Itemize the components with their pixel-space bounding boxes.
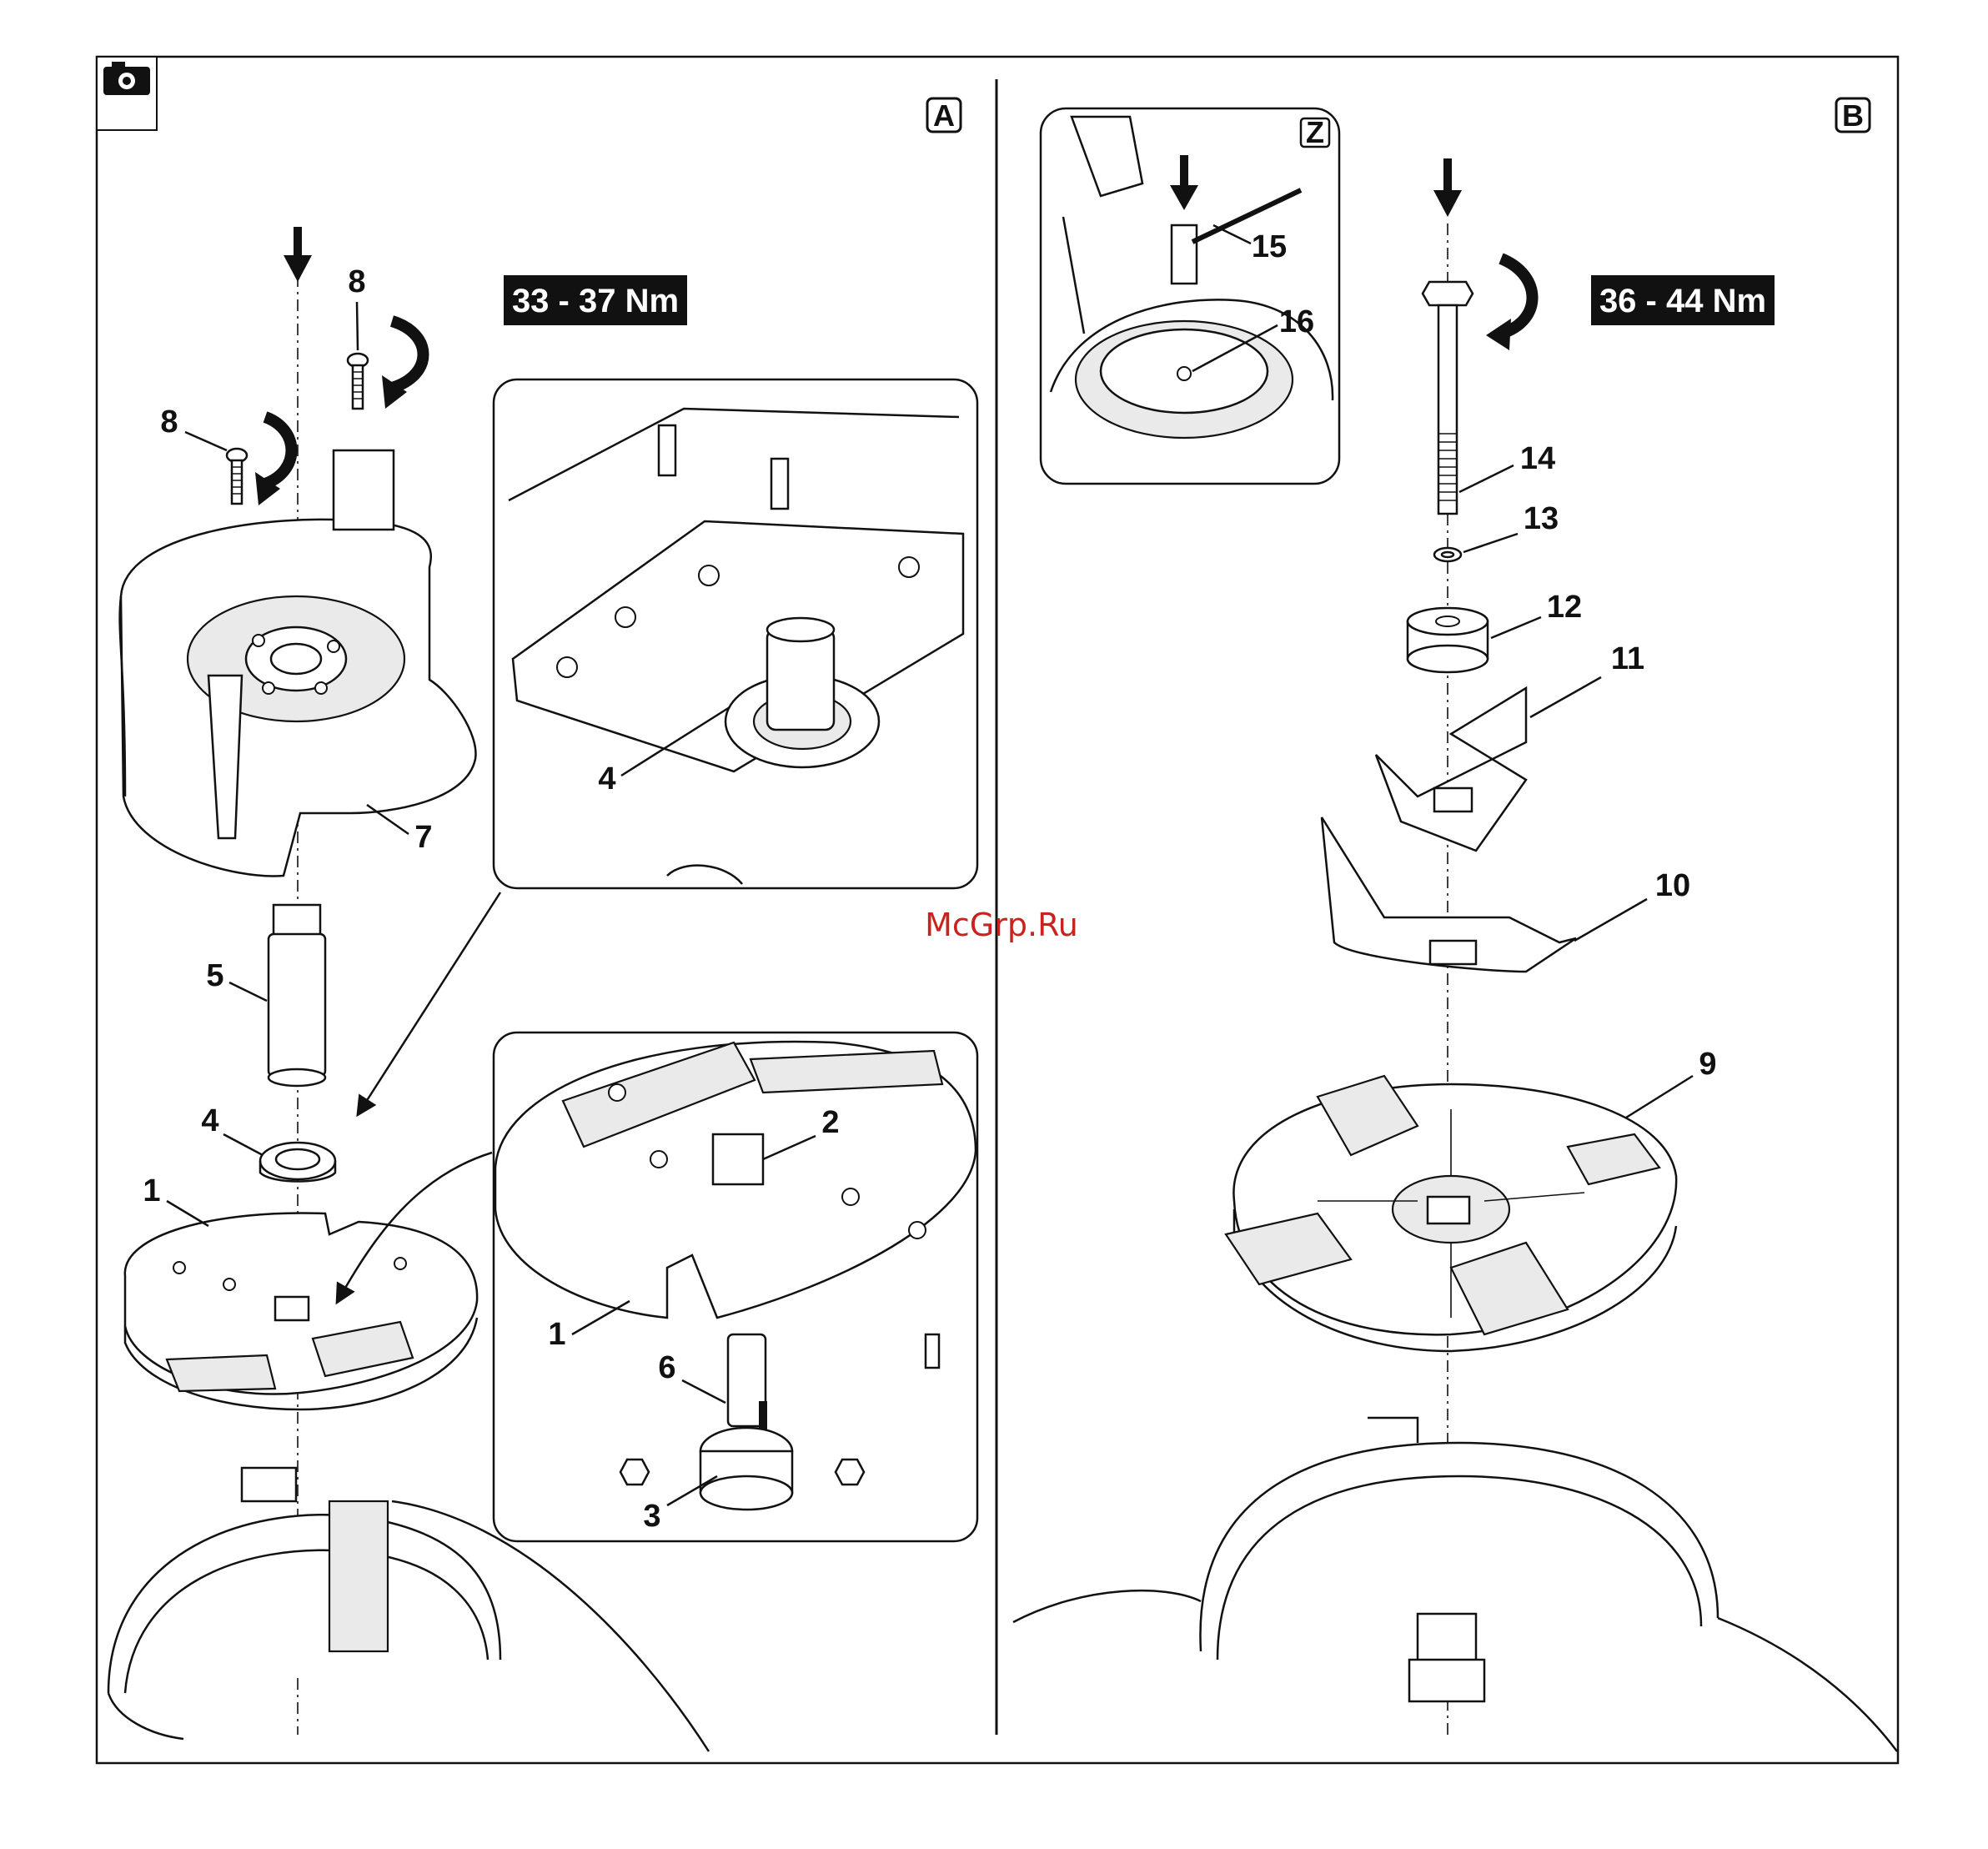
detail-view-a-upper [494, 379, 977, 888]
part-9-disc [1226, 1076, 1676, 1351]
svg-text:36 - 44 Nm: 36 - 44 Nm [1599, 283, 1766, 319]
part-label-6: 6 [658, 1350, 675, 1385]
part-label-11: 11 [1611, 641, 1644, 676]
panel-b-badge: B [1836, 98, 1870, 133]
part-label-15: 15 [1252, 229, 1287, 264]
down-arrow-icon [284, 227, 312, 282]
part-label-10: 10 [1655, 868, 1690, 903]
torque-badge-b: 36 - 44 Nm [1591, 275, 1775, 325]
camera-icon [97, 57, 157, 130]
part-label-1: 1 [143, 1173, 160, 1208]
part-label-3: 3 [643, 1499, 660, 1534]
screw-8-right [348, 354, 368, 409]
detail-view-z: Z [1041, 108, 1339, 484]
part-7-housing [120, 450, 476, 876]
rotate-arrow-icon [392, 321, 424, 388]
part-4-washer [260, 1143, 335, 1182]
part-label-12: 12 [1547, 590, 1582, 625]
part-13-washer [1434, 548, 1461, 561]
part-label-9: 9 [1699, 1047, 1716, 1082]
part-label-14: 14 [1520, 441, 1555, 476]
svg-text:A: A [933, 98, 955, 133]
svg-text:33 - 37 Nm: 33 - 37 Nm [512, 283, 679, 319]
torque-badge-a: 33 - 37 Nm [504, 275, 687, 325]
part-label-4: 4 [598, 761, 615, 796]
part-label-7: 7 [414, 820, 432, 855]
part-label-13: 13 [1524, 501, 1559, 536]
part-1-plate [125, 1213, 477, 1409]
part-label-2: 2 [821, 1105, 839, 1140]
part-label-8: 8 [160, 404, 178, 440]
rotate-arrow-icon [265, 417, 292, 484]
engine-housing-b [1013, 1418, 1897, 1751]
part-label-8: 8 [348, 264, 365, 299]
part-label-1: 1 [548, 1317, 565, 1352]
detail-view-a-lower [494, 1033, 977, 1541]
part-label-4: 4 [201, 1103, 218, 1138]
part-label-5: 5 [206, 958, 223, 993]
part-label-16: 16 [1279, 304, 1314, 339]
part-12-spacer [1408, 608, 1488, 672]
down-arrow-icon [1433, 158, 1462, 217]
part-11-blade [1376, 688, 1526, 851]
panel-a-badge: A [927, 98, 961, 133]
part-5-shaft [269, 905, 325, 1086]
svg-text:B: B [1842, 98, 1864, 133]
svg-text:Z: Z [1306, 115, 1324, 149]
watermark-text: McGrp.Ru [925, 907, 1078, 943]
leader-callout-a [359, 892, 500, 1113]
screw-8-left [227, 449, 247, 504]
part-14-bolt [1423, 282, 1473, 514]
